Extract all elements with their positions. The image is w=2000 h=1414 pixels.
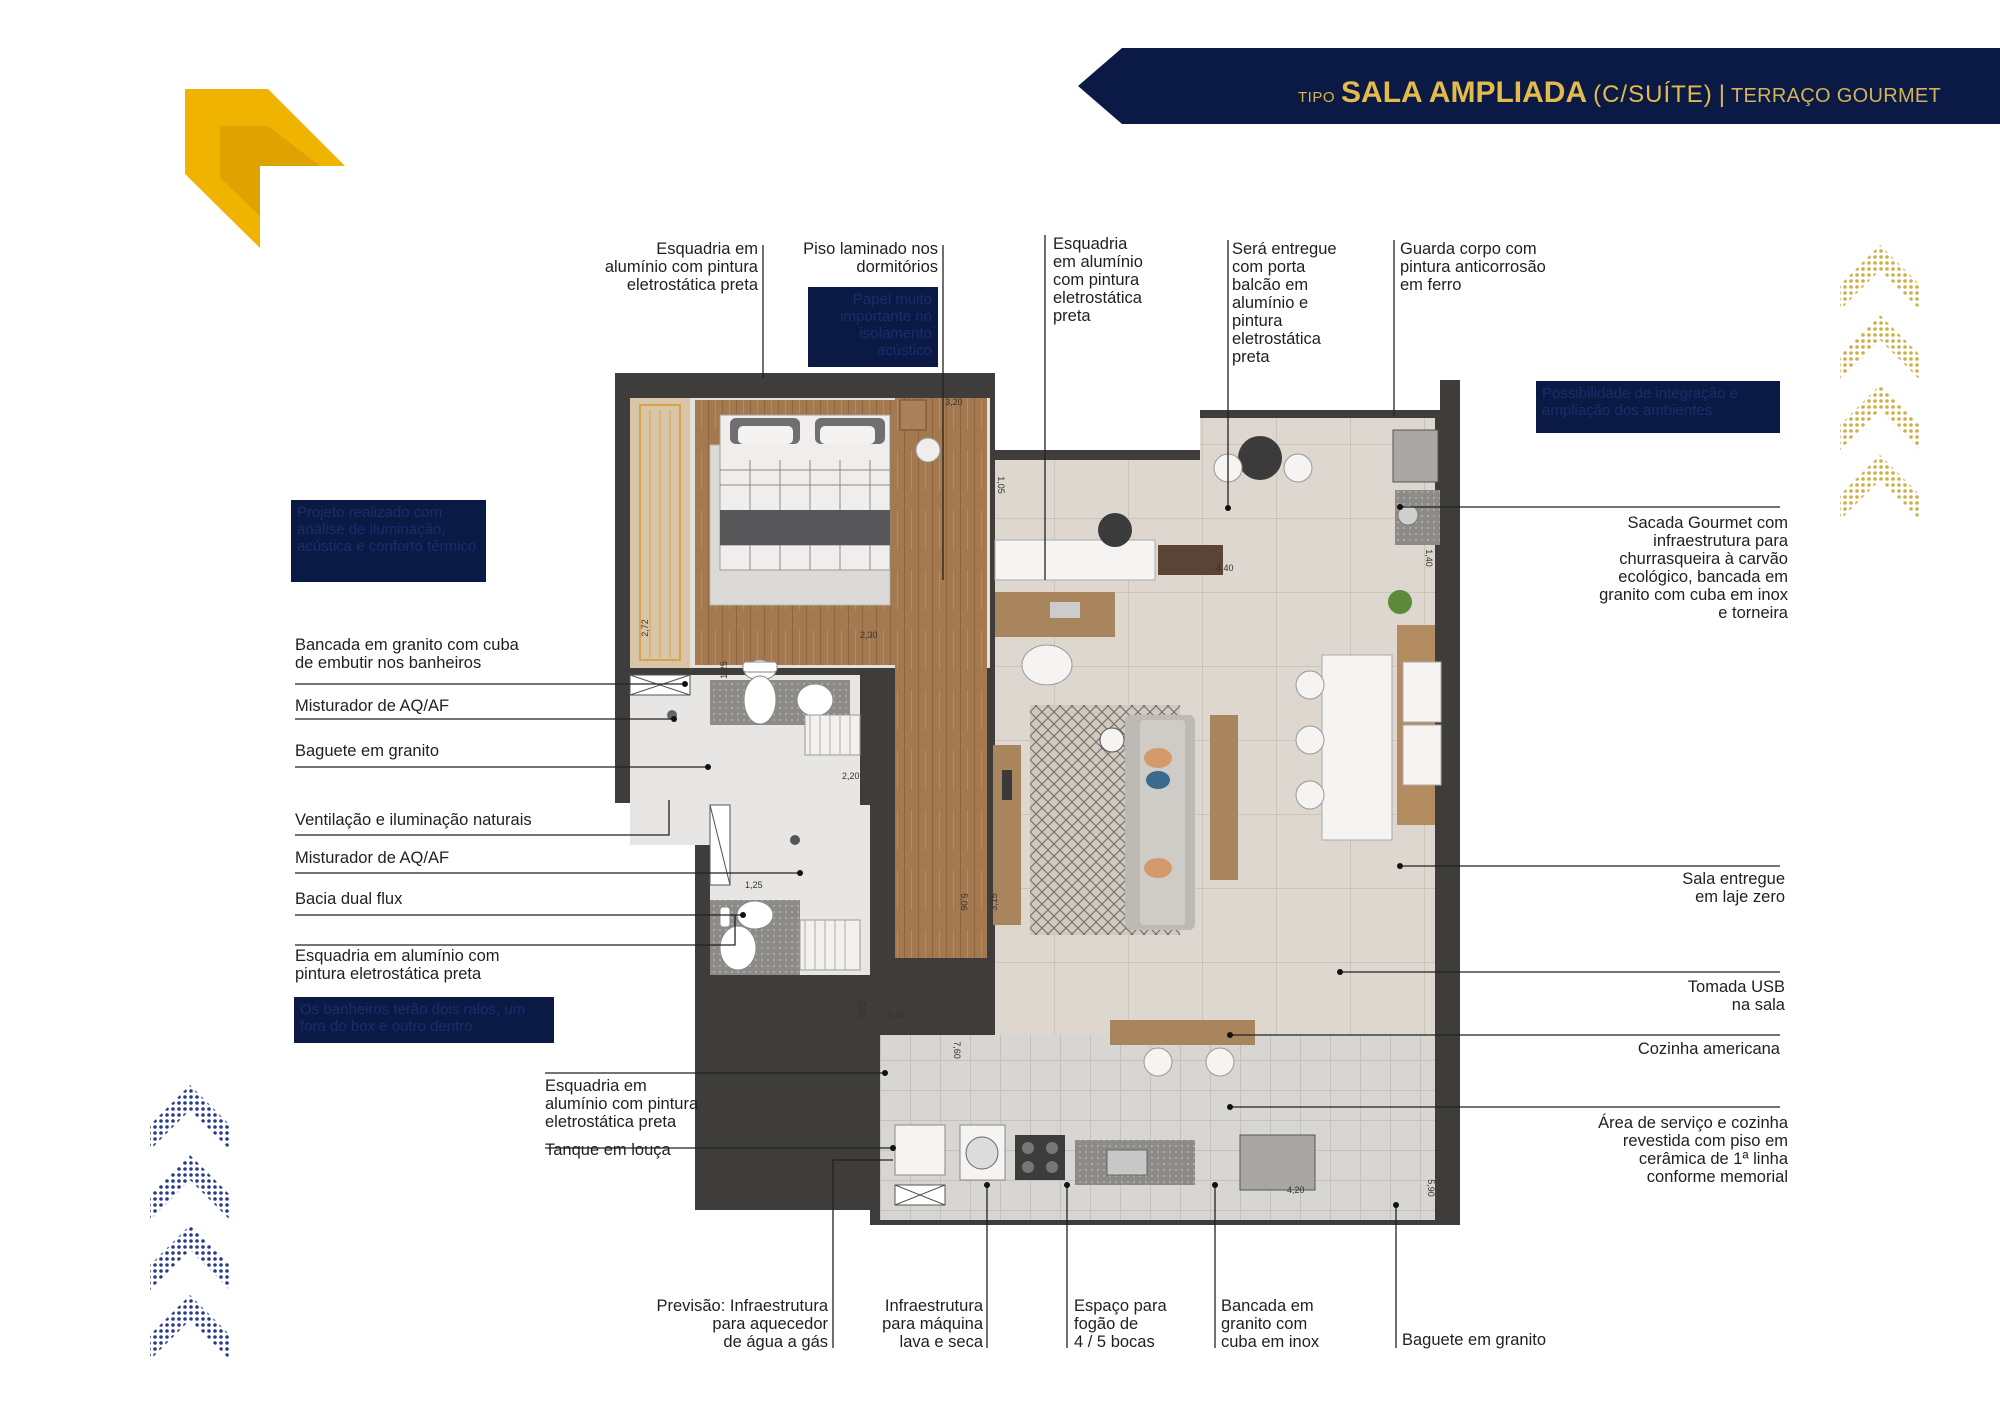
dim-label: 4,40 xyxy=(1216,563,1234,573)
dim-label: 1,25 xyxy=(745,880,763,890)
callout-sacada-gourmet: Sacada Gourmet com infraestrutura para c… xyxy=(1599,514,1788,622)
callout-tomada-usb: Tomada USB na sala xyxy=(1687,978,1785,1014)
callout-bancada-banheiros: Bancada em granito com cuba de embutir n… xyxy=(295,636,519,672)
note-papel-parede: Papel muito importante no isolamento acú… xyxy=(808,287,938,367)
callout-misturador-2: Misturador de AQ/AF xyxy=(295,849,450,867)
header-title: TIPO SALA AMPLIADA (C/SUÍTE) | TERRAÇO G… xyxy=(1298,76,1941,116)
callout-bacia-dual-flux: Bacia dual flux xyxy=(295,890,403,908)
callout-cozinha-americana: Cozinha americana xyxy=(1637,1040,1780,1058)
note-possibilidade: Possibilidade de integração e ampliação … xyxy=(1536,381,1780,433)
callout-sala-laje-zero: Sala entregue em laje zero xyxy=(1682,870,1785,906)
callout-infra-maquina: Infraestrutura para máquina lava e seca xyxy=(882,1297,983,1351)
yellow-corner-logo-icon xyxy=(185,89,345,248)
callout-esquadria-servico: Esquadria em alumínio com pintura eletro… xyxy=(545,1077,699,1131)
callout-bancada-inox: Bancada em granito com cuba em inox xyxy=(1221,1297,1320,1351)
navy-chevrons-icon xyxy=(150,1085,230,1360)
dim-label: 2,30 xyxy=(860,630,878,640)
dim-label: 3,20 xyxy=(945,397,963,407)
header-tipo: TIPO xyxy=(1298,89,1336,106)
callout-baguete-granito-1: Baguete em granito xyxy=(295,742,440,760)
callout-guarda-corpo: Guarda corpo com pintura anticorrosão em… xyxy=(1400,240,1546,294)
callout-previsao-aquecedor: Previsão: Infraestrutura para aquecedor … xyxy=(656,1297,829,1351)
callout-esquadria-banheiro: Esquadria em alumínio com pintura eletro… xyxy=(295,947,500,983)
header-subtitle: TERRAÇO GOURMET xyxy=(1731,85,1942,107)
dim-label: 4,20 xyxy=(1287,1185,1305,1195)
callout-misturador-1: Misturador de AQ/AF xyxy=(295,697,450,715)
callout-esquadria-top: Esquadria em alumínio com pintura eletro… xyxy=(604,240,758,294)
callout-area-servico: Área de serviço e cozinha revestida com … xyxy=(1598,1114,1788,1186)
header-banner xyxy=(1078,48,2000,124)
header-main-title: SALA AMPLIADA xyxy=(1341,76,1588,109)
header-paren: (C/SUÍTE) xyxy=(1593,81,1713,108)
callout-ventilacao: Ventilação e iluminação naturais xyxy=(295,811,532,829)
gold-chevrons-icon xyxy=(1840,245,1920,520)
dim-label: 5,45 xyxy=(888,1010,906,1020)
callout-espaco-fogao: Espaço para fogão de 4 / 5 bocas xyxy=(1074,1297,1167,1351)
callout-baguete-granito-2: Baguete em granito xyxy=(1402,1331,1547,1349)
callout-piso-laminado: Piso laminado nos dormitórios xyxy=(803,240,938,276)
callout-esquadria-mid: Esquadria em alumínio com pintura eletro… xyxy=(1053,235,1143,325)
dim-label: 2,20 xyxy=(842,771,860,781)
note-banheiros-ralos: Os banheiros terão dois ralos, um fora d… xyxy=(294,997,554,1043)
callout-tanque-louca: Tanque em louça xyxy=(545,1141,671,1159)
callout-sera-entregue: Será entregue com porta balcão em alumín… xyxy=(1232,240,1337,366)
floor-plan xyxy=(615,373,1460,1225)
header-separator: | xyxy=(1718,81,1726,108)
note-projeto: Projeto realizado com análise de ilumina… xyxy=(291,500,486,582)
